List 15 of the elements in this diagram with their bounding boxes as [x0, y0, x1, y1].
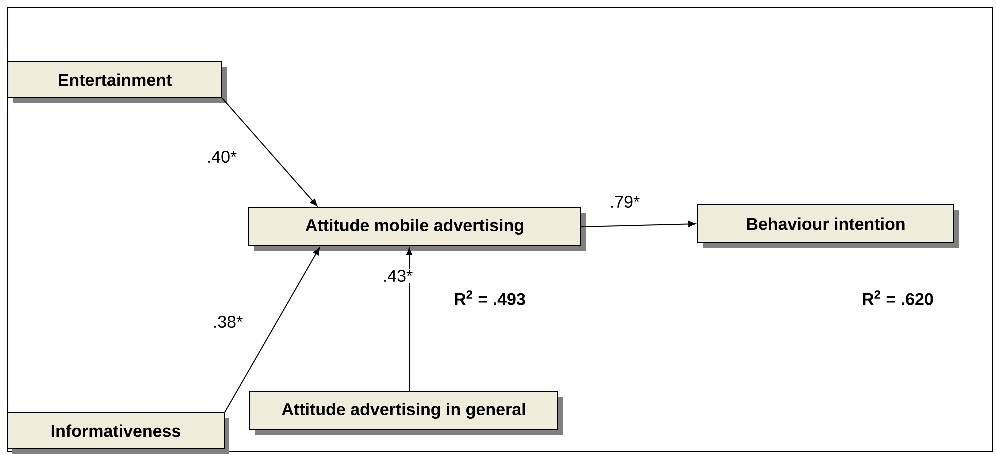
variable-box: Attitude mobile advertising [248, 208, 586, 251]
variable-box: Informativeness [7, 412, 230, 454]
edge-label: .40* [206, 150, 238, 164]
arrow [224, 248, 320, 413]
variable-box: Attitude advertising in general [250, 392, 563, 435]
r-squared-label: R$^{2}$ = .493 [455, 290, 526, 306]
arrow [406, 248, 413, 392]
variable-box: Behaviour intention [698, 204, 959, 248]
variable-box: Entertainment [8, 62, 228, 103]
arrow [222, 98, 318, 206]
r-squared-label: R$^{2}$ = .620 [863, 290, 934, 306]
edge-label: .38* [212, 314, 244, 329]
arrow [581, 221, 696, 228]
edge-label: .79* [608, 194, 642, 209]
edge-label: .43* [382, 268, 414, 284]
